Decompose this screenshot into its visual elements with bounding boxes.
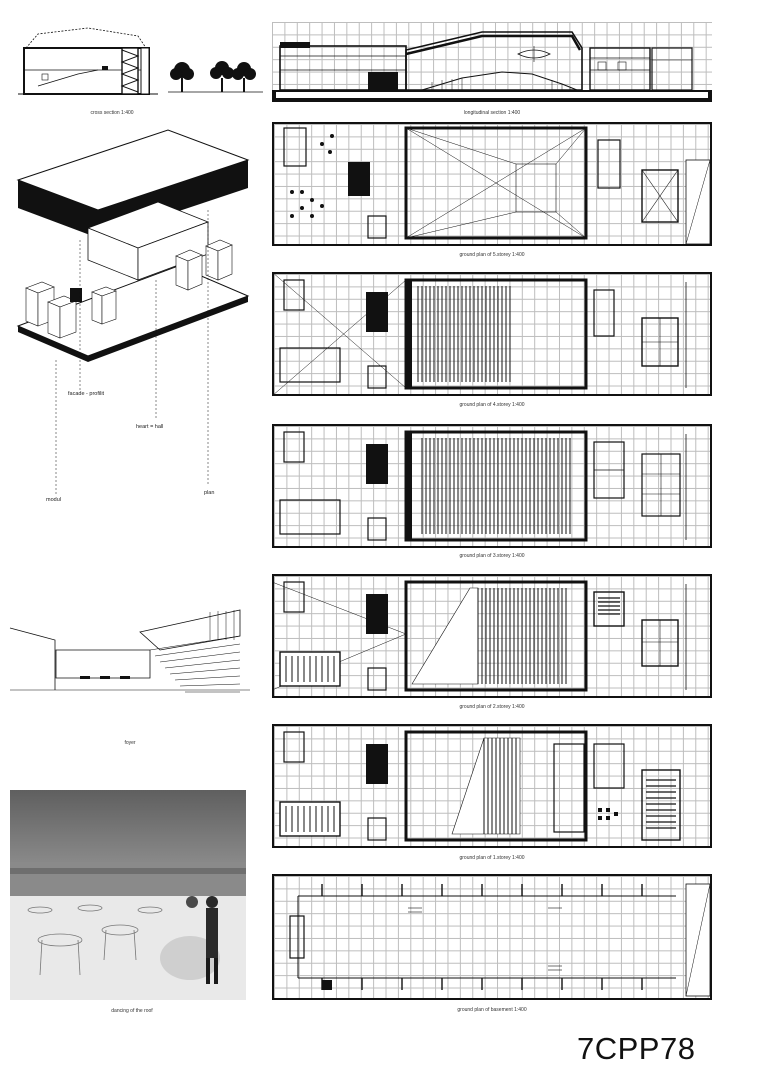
plan-2-drawing bbox=[271, 580, 687, 692]
axonometry-drawing bbox=[16, 129, 250, 495]
dancing-photo bbox=[10, 790, 246, 1000]
plan-basement-caption: ground plan of basement 1:400 bbox=[457, 1007, 527, 1013]
foyer-caption: foyer bbox=[124, 740, 136, 746]
facade-label: facade - profilit bbox=[68, 391, 105, 397]
plan-4-caption: ground plan of 4.storey 1:400 bbox=[459, 402, 525, 408]
plan-1-drawing bbox=[279, 730, 681, 842]
dancing-caption: dancing of the roof bbox=[111, 1008, 153, 1014]
project-code: 7CPP78 bbox=[577, 1031, 696, 1066]
foyer-drawing bbox=[9, 609, 250, 693]
modul-label: modul bbox=[46, 497, 61, 503]
plan-5-caption: ground plan of 5.storey 1:400 bbox=[459, 252, 525, 258]
plan-2-caption: ground plan of 2.storey 1:400 bbox=[459, 704, 525, 710]
plan-4-grid bbox=[272, 272, 712, 396]
plan-2-grid bbox=[272, 574, 712, 698]
plan-basement-drawing bbox=[289, 883, 711, 997]
cross-section-drawing bbox=[18, 27, 158, 95]
plan-5-drawing bbox=[283, 126, 711, 245]
plan-label: plan bbox=[204, 490, 215, 496]
plan-3-drawing bbox=[279, 430, 687, 542]
trees-drawing bbox=[168, 61, 263, 93]
longitudinal-section-caption: longitudinal section 1:400 bbox=[463, 110, 521, 116]
plan-4-drawing bbox=[271, 271, 687, 397]
heart-label: heart = hall bbox=[136, 424, 164, 430]
plan-3-grid bbox=[272, 424, 712, 548]
plan-5-grid bbox=[272, 122, 712, 246]
cross-section-caption: cross section 1:400 bbox=[90, 110, 134, 116]
plan-1-caption: ground plan of 1.storey 1:400 bbox=[459, 855, 525, 861]
plan-3-caption: ground plan of 3.storey 1:400 bbox=[459, 553, 525, 559]
longitudinal-section-drawing bbox=[272, 31, 712, 102]
